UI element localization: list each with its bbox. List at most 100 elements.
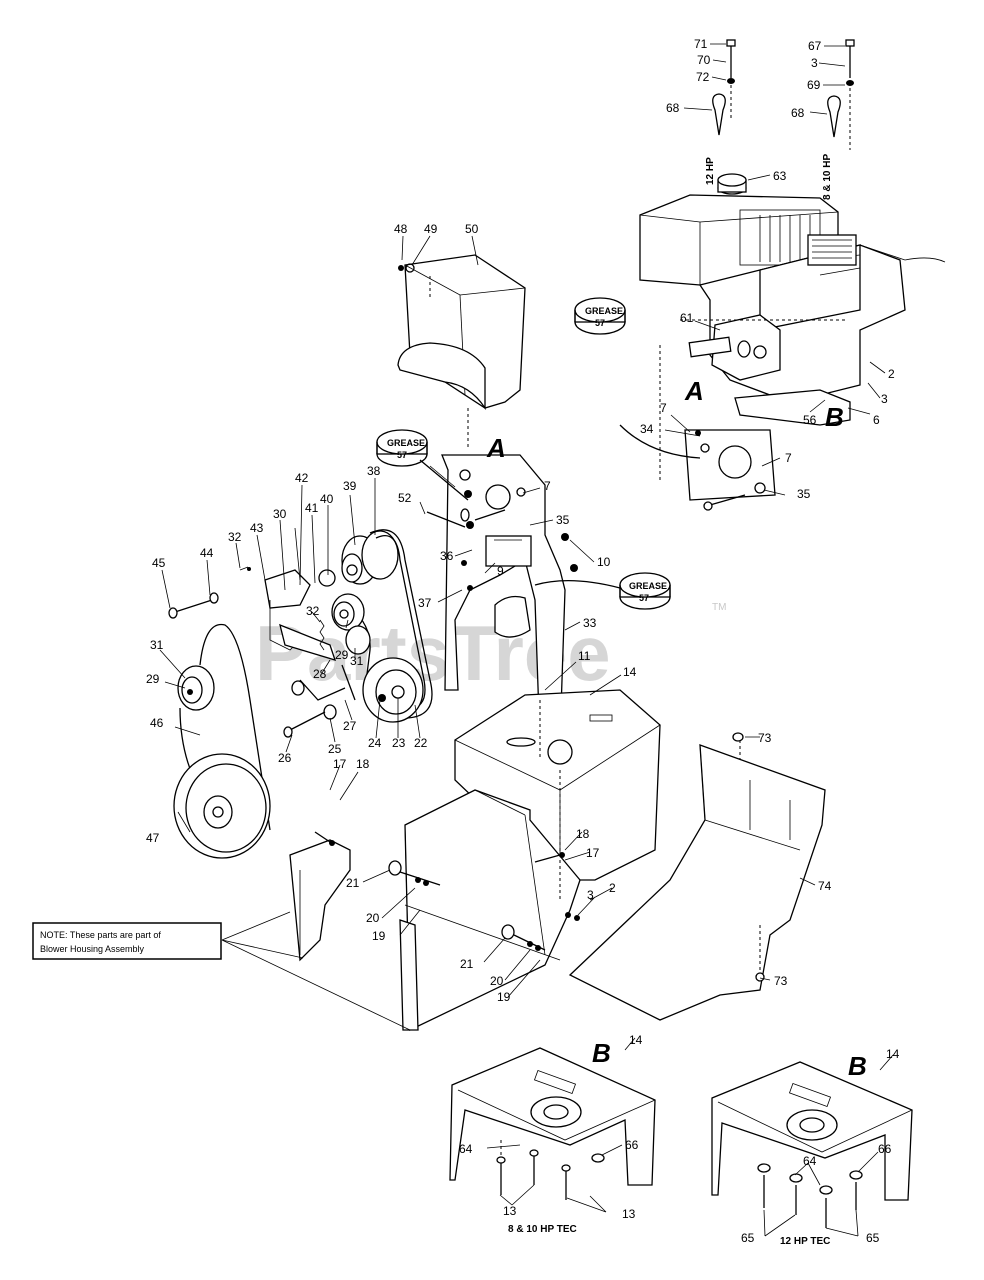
part-label: 21 (346, 876, 360, 890)
part-label: 35 (797, 487, 811, 501)
part-label: 22 (414, 736, 428, 750)
caption-left: 8 & 10 HP TEC (508, 1224, 577, 1235)
part-label: 20 (366, 911, 380, 925)
section-letter-a-engine: A (684, 376, 704, 406)
part-label: 65 (741, 1231, 755, 1245)
part-label: 3 (587, 888, 594, 902)
part-label: 71 (694, 37, 708, 51)
section-letter-b-left: B (592, 1038, 611, 1068)
part-label: 2 (609, 881, 616, 895)
part-label: 2 (888, 367, 895, 381)
part-label: 72 (696, 70, 710, 84)
part-label: 30 (273, 507, 287, 521)
part-label: 13 (503, 1204, 517, 1218)
part-label: 25 (328, 742, 342, 756)
part-label: 33 (583, 616, 597, 630)
grease-cup-main (376, 429, 469, 501)
part-label: 14 (886, 1047, 900, 1061)
part-label: 61 (680, 311, 694, 325)
part-label: 7 (544, 479, 551, 493)
leader-lines (159, 43, 894, 1237)
part-label: 10 (597, 555, 611, 569)
part-label: 17 (333, 757, 347, 771)
part-label: 36 (440, 549, 454, 563)
part-label: 37 (418, 596, 432, 610)
part-label: 7 (660, 401, 667, 415)
auger-pulley (173, 623, 271, 859)
part-label: 69 (807, 78, 821, 92)
part-label: 18 (356, 757, 370, 771)
part-labels: 71 70 72 67 3 69 68 68 63 61 2 3 56 6 7 … (146, 37, 900, 1245)
section-letter-a-main: A (486, 433, 506, 463)
grease-number-main: 57 (397, 450, 407, 460)
engine-hp-right: 8 & 10 HP (822, 154, 833, 200)
part-label: 35 (556, 513, 570, 527)
drive-pulleys (168, 527, 433, 738)
part-label: 49 (424, 222, 438, 236)
part-label: 7 (785, 451, 792, 465)
part-label: 56 (803, 413, 817, 427)
part-label: 46 (150, 716, 164, 730)
part-label: 18 (576, 827, 590, 841)
detail-b-left (449, 1047, 656, 1200)
part-label: 70 (697, 53, 711, 67)
part-label: 31 (150, 638, 164, 652)
part-label: 45 (152, 556, 166, 570)
part-label: 68 (666, 101, 680, 115)
part-label: 17 (586, 846, 600, 860)
part-label: 50 (465, 222, 479, 236)
section-letter-b-engine: B (825, 402, 844, 432)
part-label: 73 (758, 731, 772, 745)
part-label: 74 (818, 879, 832, 893)
part-label: 13 (622, 1207, 636, 1221)
note-box: NOTE: These parts are part of Blower Hou… (32, 911, 411, 1031)
part-label: 23 (392, 736, 406, 750)
part-label: 40 (320, 492, 334, 506)
grease-label-right: GREASE (629, 581, 667, 591)
part-label: 28 (313, 667, 327, 681)
part-label: 42 (295, 471, 309, 485)
detail-b-right (711, 1061, 913, 1228)
part-label: 14 (623, 665, 637, 679)
part-label: 38 (367, 464, 381, 478)
part-label: 6 (873, 413, 880, 427)
part-label: 34 (640, 422, 654, 436)
trademark-mark: TM (712, 602, 726, 613)
part-label: 64 (459, 1142, 473, 1156)
part-label: 26 (278, 751, 292, 765)
part-label: 32 (306, 604, 320, 618)
grease-label-engine: GREASE (585, 306, 623, 316)
part-label: 14 (629, 1033, 643, 1047)
grease-number-engine: 57 (595, 318, 605, 328)
part-label: 44 (200, 546, 214, 560)
grease-label-main: GREASE (387, 438, 425, 448)
engine-hp-left: 12 HP (705, 157, 716, 185)
section-letter-b-right: B (848, 1051, 867, 1081)
note-line-2: Blower Housing Assembly (40, 944, 145, 954)
part-label: 32 (228, 530, 242, 544)
part-label: 29 (146, 672, 160, 686)
part-label: 73 (774, 974, 788, 988)
frame-housing (289, 689, 661, 1032)
part-label: 68 (791, 106, 805, 120)
part-label: 19 (497, 990, 511, 1004)
part-label: 41 (305, 501, 319, 515)
part-label: 47 (146, 831, 160, 845)
belt-cover (397, 254, 526, 450)
part-label: 48 (394, 222, 408, 236)
part-label: 29 (335, 648, 349, 662)
part-label: 43 (250, 521, 264, 535)
part-label: 9 (497, 564, 504, 578)
part-label: 65 (866, 1231, 880, 1245)
part-label: 52 (398, 491, 412, 505)
grease-number-right: 57 (639, 593, 649, 603)
note-line-1: NOTE: These parts are part of (40, 930, 161, 940)
engine-assembly (574, 39, 946, 511)
part-label: 21 (460, 957, 474, 971)
part-label: 67 (808, 39, 822, 53)
part-label: 3 (881, 392, 888, 406)
chute-shroud (568, 732, 826, 1021)
part-label: 31 (350, 654, 364, 668)
part-label: 11 (578, 649, 591, 663)
